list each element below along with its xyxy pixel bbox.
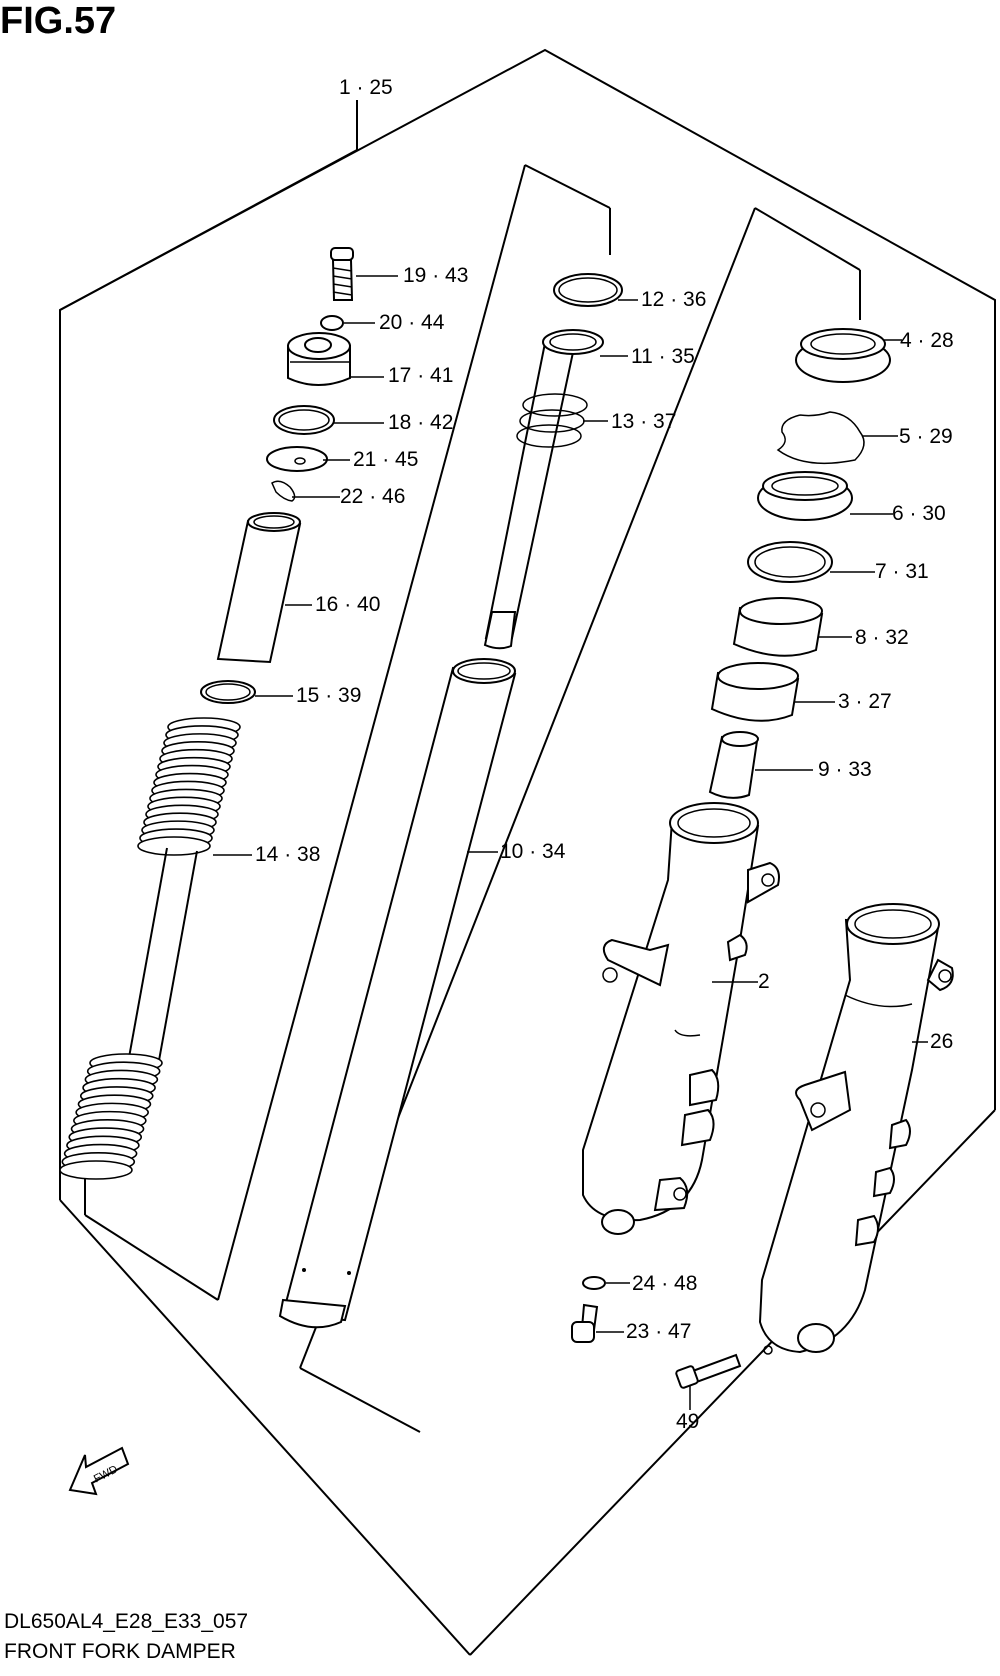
callout-19-43: 19 · 43 (403, 264, 469, 287)
callout-7-31: 7 · 31 (875, 560, 929, 583)
part-22-clip (271, 480, 296, 502)
callout-13-37: 13 · 37 (611, 410, 677, 433)
callout-17-41: 17 · 41 (388, 364, 454, 387)
callout-15-39: 15 · 39 (296, 684, 362, 707)
figure-title: FIG.57 (0, 0, 117, 42)
panel-left (59, 149, 358, 311)
part-2-outer-tube (582, 802, 780, 1235)
callout-18-42: 18 · 42 (388, 411, 454, 434)
callout-1-25: 1 · 25 (339, 76, 393, 99)
part-26-outer-tube (758, 903, 954, 1354)
spring-coil (137, 836, 211, 856)
callout-24-48: 24 · 48 (632, 1272, 698, 1295)
callout-22-46: 22 · 46 (340, 485, 406, 508)
part-9-oil-lock-piece (708, 731, 759, 799)
callout-2: 2 (758, 970, 770, 993)
callout-8-32: 8 · 32 (855, 626, 909, 649)
part-23-bolt (571, 1303, 599, 1343)
part-14-spring (137, 717, 241, 856)
callout-12-36: 12 · 36 (641, 288, 707, 311)
spring-coil (59, 1160, 133, 1180)
part-19-adjuster-screw (330, 247, 354, 301)
callout-16-40: 16 · 40 (315, 593, 381, 616)
diagram-name: FRONT FORK DAMPER (4, 1640, 236, 1663)
callout-49: 49 (676, 1410, 700, 1433)
callout-6-30: 6 · 30 (892, 502, 946, 525)
assembly-outline-bottom (59, 1199, 471, 1656)
callout-10-34: 10 · 34 (500, 840, 566, 863)
diagram-code: DL650AL4_E28_E33_057 (4, 1610, 249, 1633)
part-11-damper-rod (483, 329, 604, 650)
fwd-arrow-icon: FWD (68, 1446, 130, 1496)
callout-9-33: 9 · 33 (818, 758, 872, 781)
part-24-washer (582, 1276, 606, 1290)
part-18-o-ring (273, 405, 335, 435)
part-49-axle-bolt (675, 1345, 773, 1389)
callout-23-47: 23 · 47 (626, 1320, 692, 1343)
callout-20-44: 20 · 44 (379, 311, 445, 334)
callout-3-27: 3 · 27 (838, 690, 892, 713)
part-3-bushing (710, 662, 800, 722)
part-15-ring (200, 680, 256, 704)
part-6-oil-seal (757, 471, 853, 521)
assembly-outline (59, 48, 996, 1200)
callout-14-38: 14 · 38 (255, 843, 321, 866)
part-16-spacer-tube (216, 512, 302, 664)
part-8-bushing (732, 597, 824, 657)
part-17-cap-bolt (287, 332, 351, 386)
part-13-rebound-spring (516, 393, 588, 448)
part-10-inner-tube (278, 658, 517, 1329)
callout-5-29: 5 · 29 (899, 425, 953, 448)
part-5-retainer-clip (776, 411, 865, 465)
part-12-ring (553, 273, 623, 307)
part-4-dust-seal (795, 328, 891, 383)
part-20-o-ring (320, 315, 344, 331)
callout-21-45: 21 · 45 (353, 448, 419, 471)
callout-11-35: 11 · 35 (631, 345, 695, 368)
callout-26: 26 (930, 1030, 954, 1053)
callout-4-28: 4 · 28 (900, 329, 954, 352)
part-7-washer (747, 541, 833, 583)
